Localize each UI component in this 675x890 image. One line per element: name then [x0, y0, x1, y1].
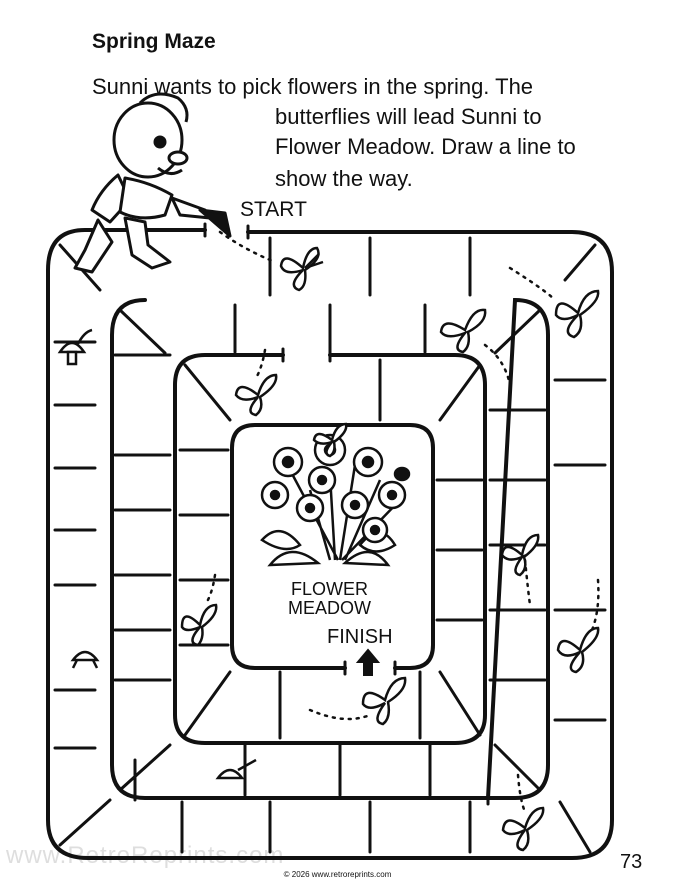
flower-meadow-label-line-1: FLOWER — [290, 579, 368, 599]
finish-label: FINISH — [327, 626, 393, 648]
start-label: START — [240, 198, 307, 221]
page-title: Spring Maze — [92, 30, 216, 53]
mushroom-icon — [57, 328, 93, 366]
butterfly-icon — [439, 308, 487, 354]
character-sunni-icon — [73, 92, 232, 274]
page-number: 73 — [620, 851, 643, 873]
ladybug-icon — [215, 758, 257, 780]
watermark: www.RetroReprints.com — [6, 842, 285, 869]
instruction-line-1: Sunni wants to pick flowers in the sprin… — [92, 74, 534, 99]
flower-meadow-label-line-2: MEADOW — [288, 598, 371, 618]
butterfly-icon — [556, 626, 600, 674]
butterfly-icon — [312, 422, 348, 458]
maze-ring-3 — [173, 353, 487, 745]
butterfly-icon — [554, 289, 600, 339]
flower-bouquet-icon — [260, 433, 411, 567]
butterfly-icon — [180, 603, 218, 647]
instruction-line-2: butterflies will lead Sunni to — [275, 104, 542, 129]
butterfly-icon — [279, 246, 324, 292]
maze-brick-lines — [53, 222, 607, 854]
arrow-up-icon — [355, 648, 381, 676]
butterfly-icon — [501, 806, 545, 852]
butterfly-icon — [234, 373, 278, 417]
butterfly-icon — [500, 533, 540, 577]
butterfly-icon — [361, 676, 407, 726]
instruction-line-3: Flower Meadow. Draw a line to — [275, 134, 576, 159]
maze-outer-wall — [46, 228, 614, 860]
ladybug-icon — [70, 650, 100, 669]
maze-ring-2 — [110, 297, 550, 800]
copyright-notice: © 2026 www.retroreprints.com — [283, 870, 392, 879]
butterfly-trails — [203, 230, 600, 814]
instruction-line-4: show the way. — [275, 166, 413, 191]
maze-inner-box — [230, 423, 435, 670]
